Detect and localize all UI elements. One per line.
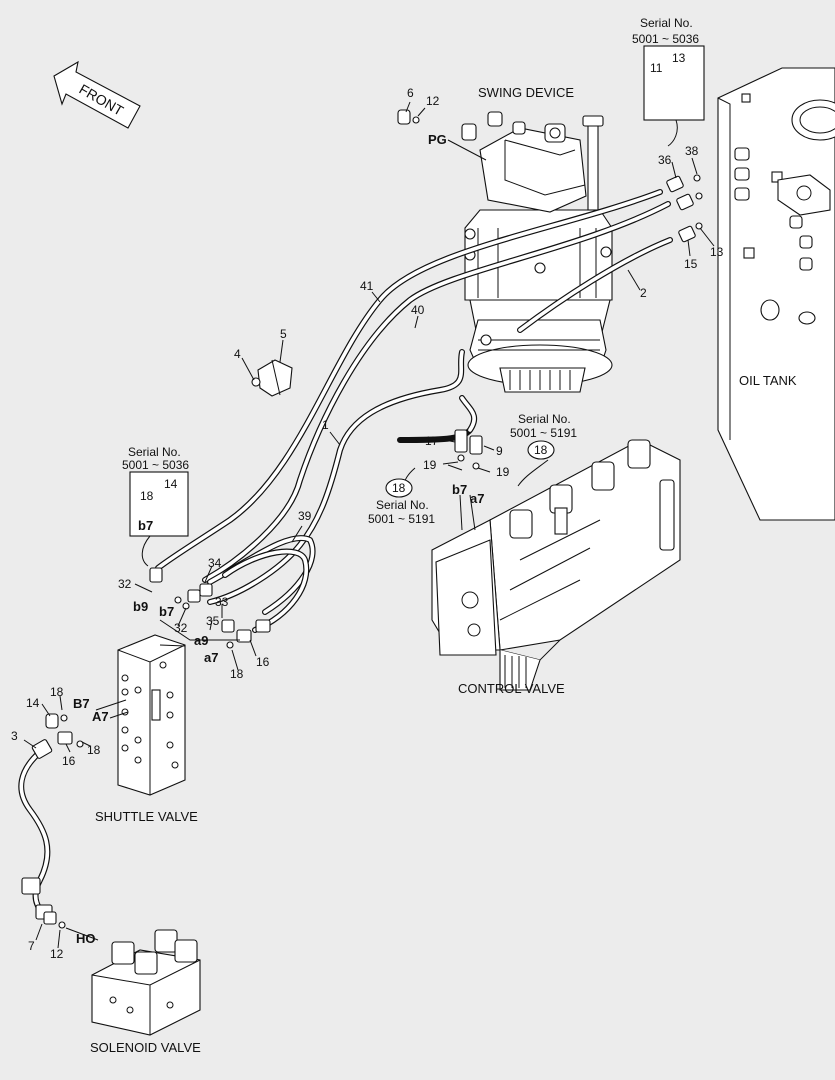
leader-lines: [23, 101, 715, 949]
callout-19-left: 19: [423, 458, 437, 472]
callout-41: 41: [360, 279, 374, 293]
serial-ref-center-left: 18: [392, 481, 406, 495]
serial-part-11: 11: [650, 61, 663, 75]
solenoid-valve-drawing: [91, 929, 201, 1036]
serial-title-center-right: Serial No.: [518, 412, 571, 426]
callout-18-shuttle-bottom: 18: [87, 743, 101, 757]
callout-4: 4: [234, 347, 241, 361]
port-B7: B7: [73, 696, 90, 711]
callout-33: 33: [215, 595, 229, 609]
callout-32-right: 32: [174, 621, 188, 635]
serial-part-14-left: 14: [164, 477, 178, 491]
ref-oval-18-left: [385, 478, 413, 498]
callout-1: 1: [322, 418, 329, 432]
callout-18-right: 18: [230, 667, 244, 681]
callout-19-right: 19: [496, 465, 510, 479]
port-b9: b9: [133, 599, 148, 614]
control-valve-drawing: [431, 439, 681, 691]
serial-note-right-pointer: [517, 459, 549, 487]
callout-16-right: 16: [256, 655, 270, 669]
hose-40: [202, 201, 671, 583]
callout-12-top: 12: [426, 94, 440, 108]
callout-38: 38: [685, 144, 699, 158]
control-valve-label: CONTROL VALVE: [458, 681, 565, 696]
callout-14-shuttle: 14: [26, 696, 40, 710]
callout-32-left: 32: [118, 577, 132, 591]
callout-12-bottom: 12: [50, 947, 64, 961]
callout-13: 13: [710, 245, 724, 259]
callout-9: 9: [496, 444, 503, 458]
serial-port-b7-left: b7: [138, 518, 153, 533]
ref-oval-18-right: [527, 440, 555, 460]
serial-part-18-left: 18: [140, 489, 154, 503]
callout-34: 34: [208, 556, 222, 570]
callout-3: 3: [11, 729, 18, 743]
port-PG: PG: [428, 132, 447, 147]
serial-box-left: [129, 471, 189, 537]
callout-40: 40: [411, 303, 425, 317]
hose-41: [155, 189, 663, 571]
serial-range-center-left: 5001 ~ 5191: [368, 512, 435, 526]
hose-1-lower: [397, 395, 478, 443]
serial-box-top-right-pointer: [667, 119, 678, 147]
callout-36: 36: [658, 153, 672, 167]
callout-35: 35: [206, 614, 220, 628]
hose-39b: [222, 548, 310, 633]
hose-2: [517, 237, 673, 333]
callout-16-shuttle: 16: [62, 754, 76, 768]
callout-18-shuttle-top: 18: [50, 685, 64, 699]
serial-range-left: 5001 ~ 5036: [122, 458, 189, 472]
port-a7-shuttle: a7: [204, 650, 218, 665]
serial-title-center-left: Serial No.: [376, 498, 429, 512]
serial-ref-center-right: 18: [534, 443, 548, 457]
oil-tank-label: OIL TANK: [739, 373, 797, 388]
port-a9: a9: [194, 633, 208, 648]
serial-range-center-right: 5001 ~ 5191: [510, 426, 577, 440]
solenoid-valve-label: SOLENOID VALVE: [90, 1040, 201, 1055]
front-arrow-icon: [53, 60, 141, 129]
serial-range-top-right: 5001 ~ 5036: [632, 32, 699, 46]
oil-tank-drawing: [717, 67, 835, 521]
shuttle-valve-label: SHUTTLE VALVE: [95, 809, 198, 824]
serial-part-13: 13: [672, 51, 686, 65]
hose-3: [18, 749, 51, 915]
callout-17: 17: [425, 434, 439, 448]
callout-2: 2: [640, 286, 647, 300]
serial-title-top-right: Serial No.: [640, 16, 693, 30]
port-b7-control: b7: [452, 482, 467, 497]
callout-15: 15: [684, 257, 698, 271]
hose-1: [207, 349, 465, 605]
callout-39: 39: [298, 509, 312, 523]
port-HO: HO: [76, 931, 96, 946]
callout-5: 5: [280, 327, 287, 341]
shuttle-valve-drawing: [117, 634, 186, 796]
port-b7-shuttle: b7: [159, 604, 174, 619]
port-A7: A7: [92, 709, 109, 724]
callout-6: 6: [407, 86, 414, 100]
serial-box-top-right: [643, 45, 705, 121]
serial-box-left-pointer: [141, 535, 151, 567]
swing-device-label: SWING DEVICE: [478, 85, 574, 100]
port-a7-control: a7: [470, 491, 484, 506]
serial-title-left: Serial No.: [128, 445, 181, 459]
callout-7: 7: [28, 939, 35, 953]
